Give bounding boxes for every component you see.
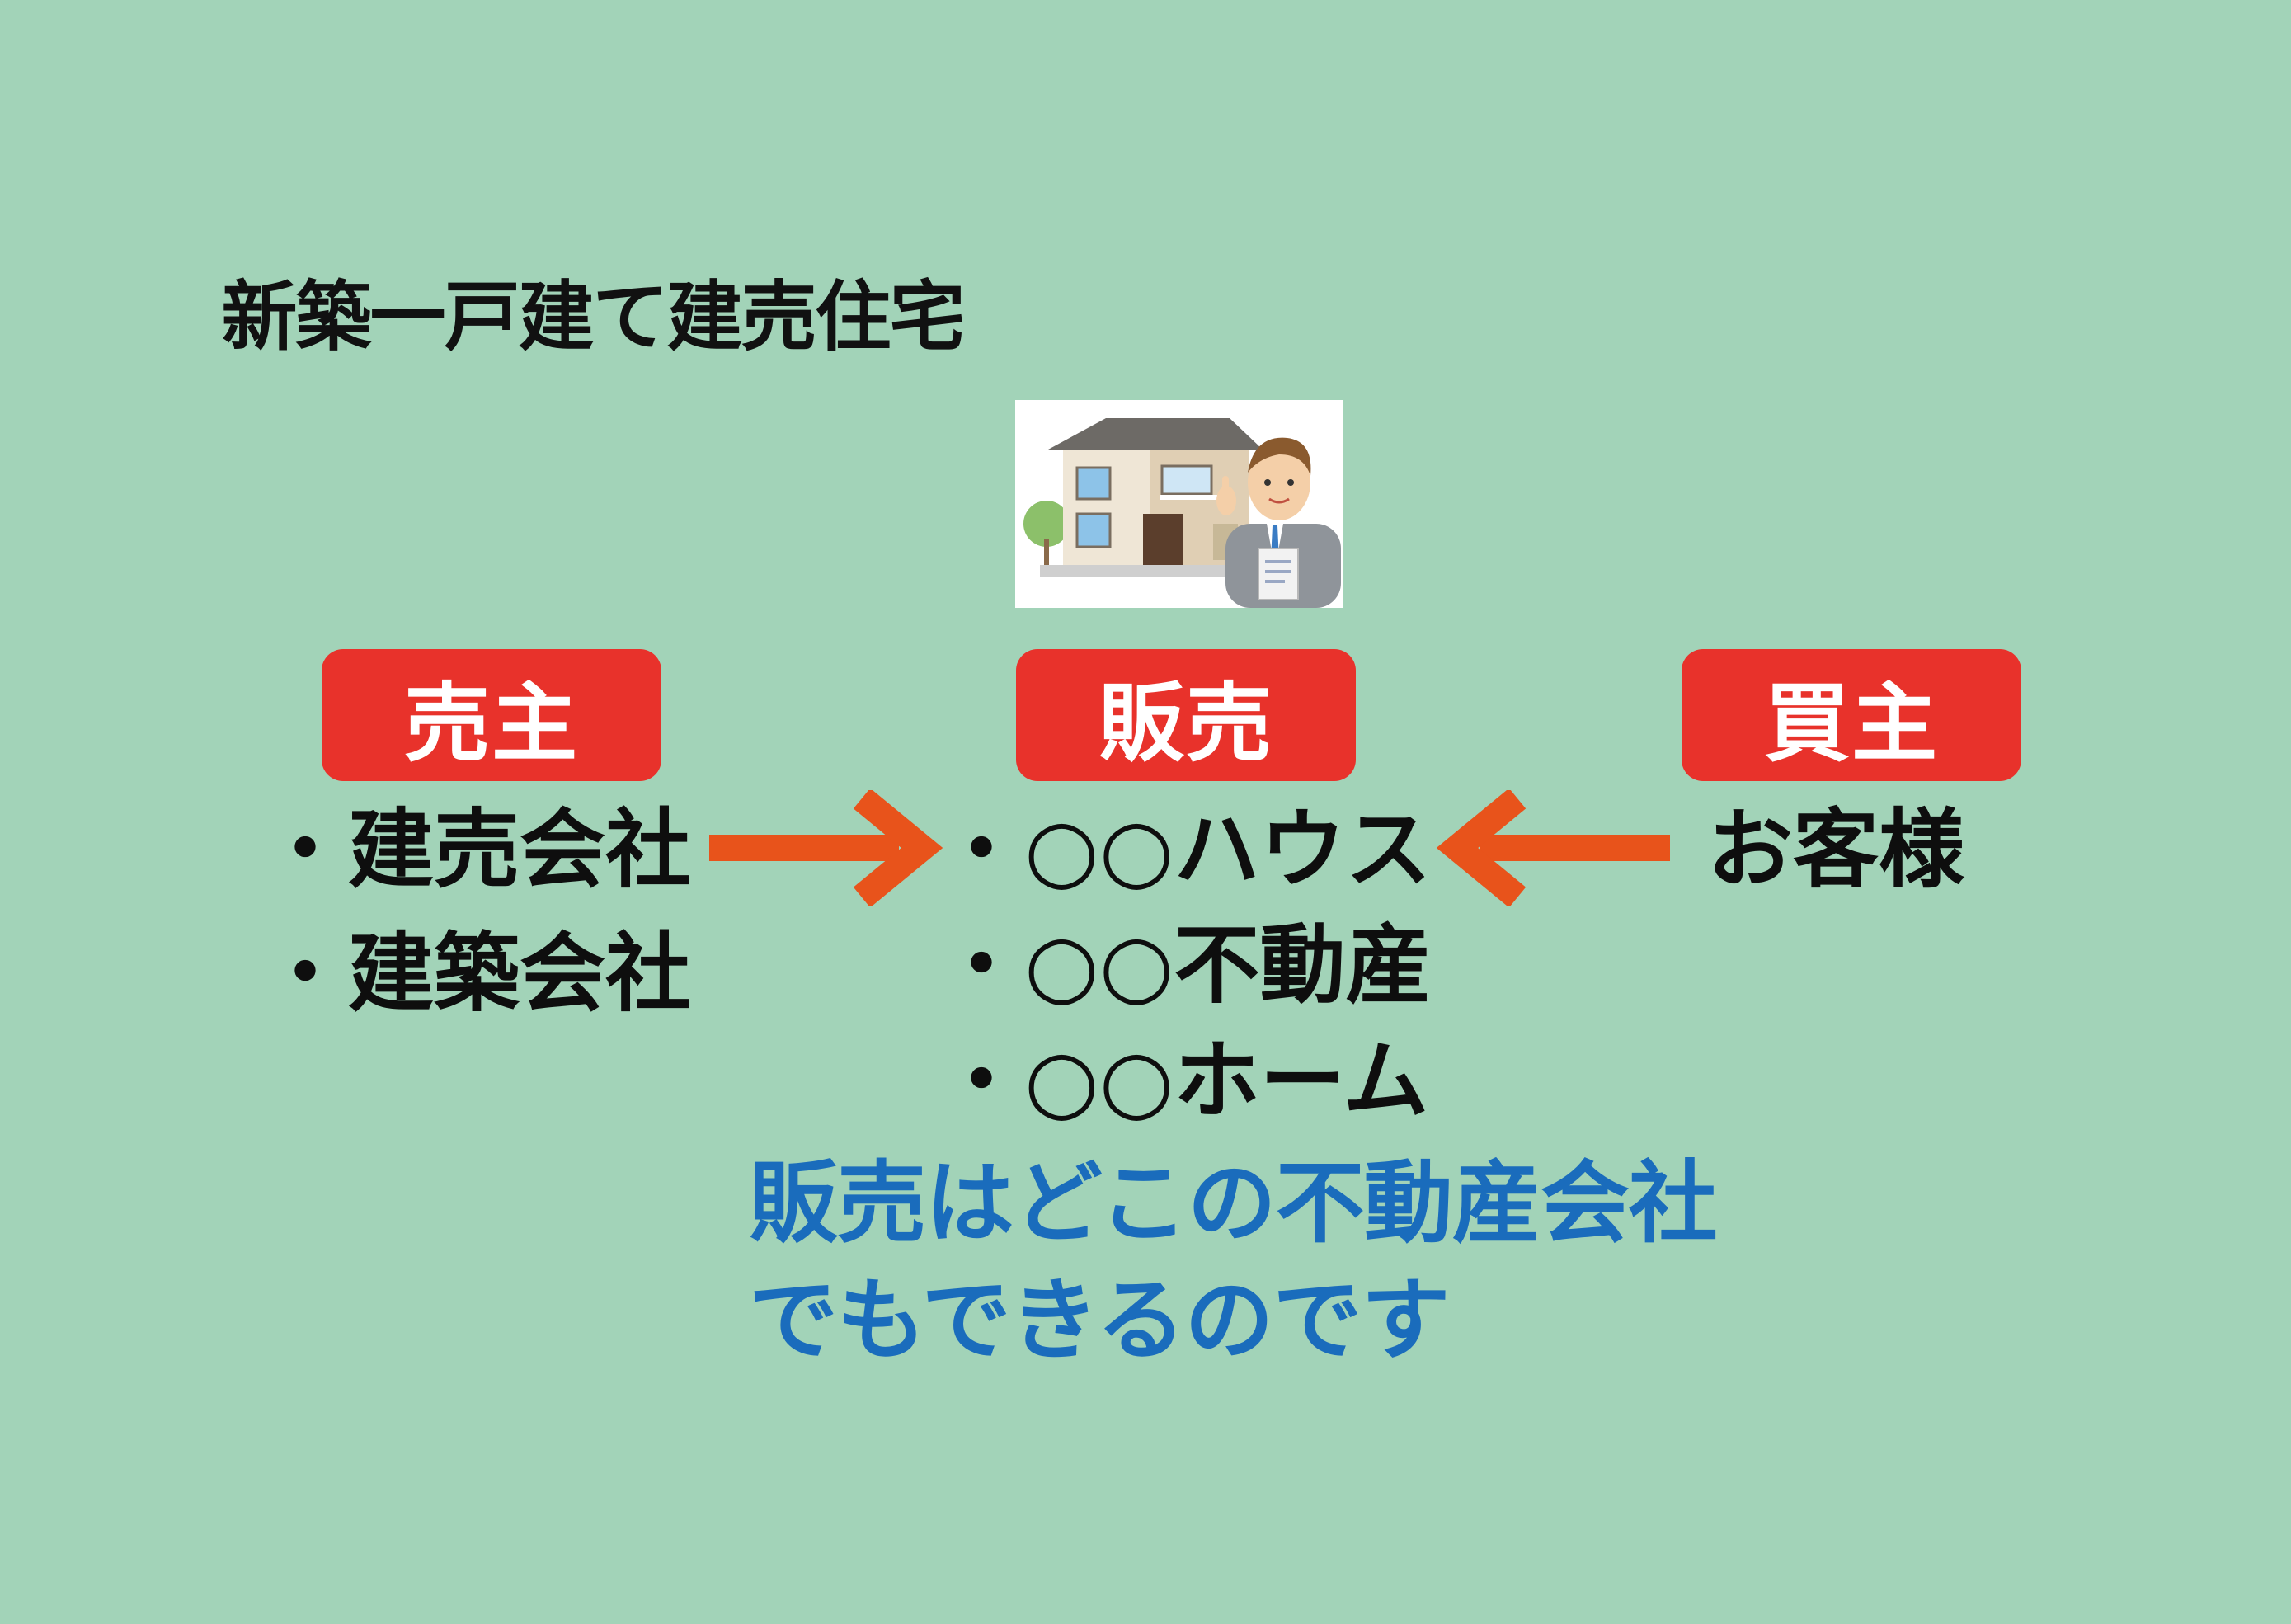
sales-item-realestate: ・○○不動産 (939, 915, 1432, 1015)
seller-item-builder: ・建売会社 (262, 799, 692, 900)
sales-item-home: ・○○ホーム (939, 1030, 1429, 1131)
seller-badge: 売主 (322, 649, 661, 781)
left-arrow-icon (1436, 790, 1670, 906)
page-title: 新築一戸建て建売住宅 (221, 273, 965, 361)
buyer-item-customer: お客様 (1707, 799, 1965, 900)
right-arrow-icon (709, 790, 943, 906)
house-and-agent-illustration (1015, 400, 1343, 608)
note-line-1: 販売はどこの不動産会社 (749, 1152, 1718, 1255)
sales-badge: 販売 (1016, 649, 1356, 781)
seller-item-construction: ・建築会社 (262, 923, 692, 1024)
sales-item-house: ・○○ハウス (939, 799, 1432, 900)
buyer-badge: 買主 (1682, 649, 2021, 781)
note-line-2: でもできるのです (749, 1269, 1451, 1372)
